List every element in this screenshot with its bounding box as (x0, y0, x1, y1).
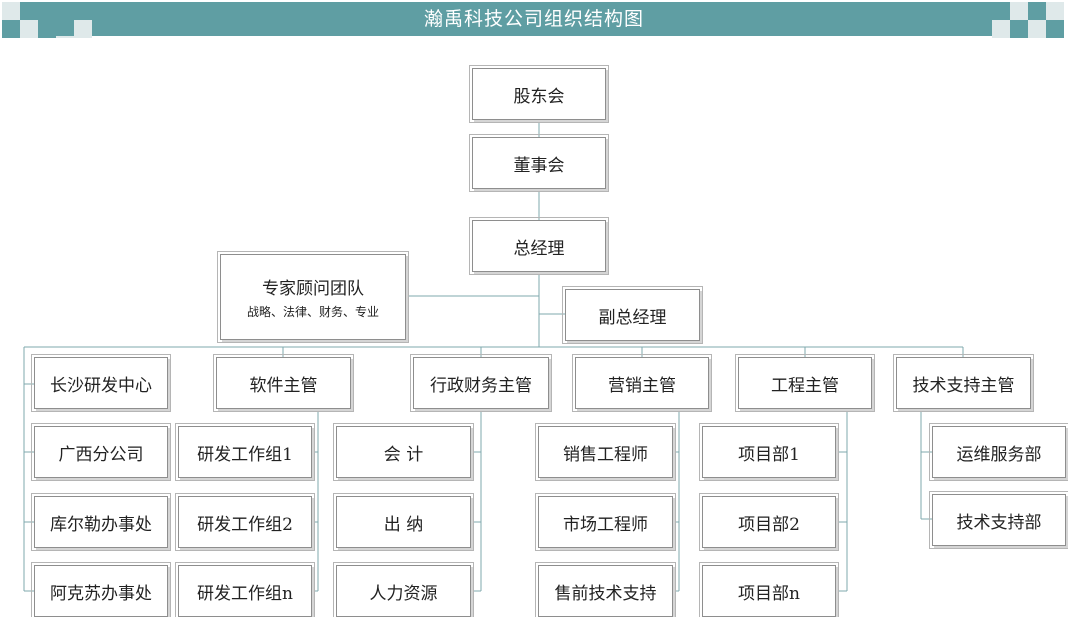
node-guangxi-branch: 广西分公司 (31, 423, 171, 481)
decor-square (1010, 2, 1028, 20)
decor-square (1028, 20, 1046, 38)
node-project-dept-n: 项目部n (699, 562, 839, 617)
node-korla-office: 库尔勒办事处 (31, 493, 171, 551)
decor-square (1010, 20, 1028, 38)
node-marketing-lead: 营销主管 (572, 354, 712, 412)
node-human-resources: 人力资源 (333, 562, 474, 617)
title-banner: 瀚禹科技公司组织结构图 (0, 0, 1068, 38)
node-admin-finance-lead: 行政财务主管 (410, 354, 552, 412)
decor-square (20, 20, 38, 38)
node-cashier: 出 纳 (333, 493, 474, 551)
expert-team-title: 专家顾问团队 (262, 279, 364, 299)
node-tech-support-lead: 技术支持主管 (893, 354, 1034, 412)
node-dev-group-1: 研发工作组1 (175, 423, 315, 481)
node-presales-support: 售前技术支持 (535, 562, 676, 617)
node-project-dept-1: 项目部1 (699, 423, 839, 481)
node-ops-service-dept: 运维服务部 (929, 423, 1068, 481)
node-deputy-gm: 副总经理 (562, 286, 703, 344)
decor-square (74, 20, 92, 38)
node-dev-group-n: 研发工作组n (175, 562, 315, 617)
node-expert-team: 专家顾问团队 战略、法律、财务、专业 (217, 251, 409, 343)
node-board: 董事会 (469, 134, 609, 192)
node-dev-group-2: 研发工作组2 (175, 493, 315, 551)
node-accounting: 会 计 (333, 423, 474, 481)
node-changsha-rd: 长沙研发中心 (31, 354, 171, 412)
decor-square (2, 2, 20, 20)
node-shareholders: 股东会 (469, 65, 609, 123)
decor-square (992, 20, 1010, 38)
decor-square (20, 2, 38, 20)
node-market-engineer: 市场工程师 (535, 493, 676, 551)
decor-square (1046, 20, 1064, 38)
node-project-dept-2: 项目部2 (699, 493, 839, 551)
node-general-manager: 总经理 (469, 217, 609, 275)
chart-title: 瀚禹科技公司组织结构图 (423, 8, 644, 30)
decor-square (1046, 2, 1064, 20)
decor-square (1028, 2, 1046, 20)
node-tech-support-dept: 技术支持部 (929, 491, 1068, 549)
banner-bar (38, 2, 1030, 36)
node-engineering-lead: 工程主管 (735, 354, 875, 412)
node-aksu-office: 阿克苏办事处 (31, 562, 171, 617)
decor-square (992, 2, 1010, 20)
node-sales-engineer: 销售工程师 (535, 423, 676, 481)
node-software-lead: 软件主管 (213, 354, 354, 412)
decor-square (2, 20, 20, 38)
expert-team-subtitle: 战略、法律、财务、专业 (246, 305, 379, 319)
